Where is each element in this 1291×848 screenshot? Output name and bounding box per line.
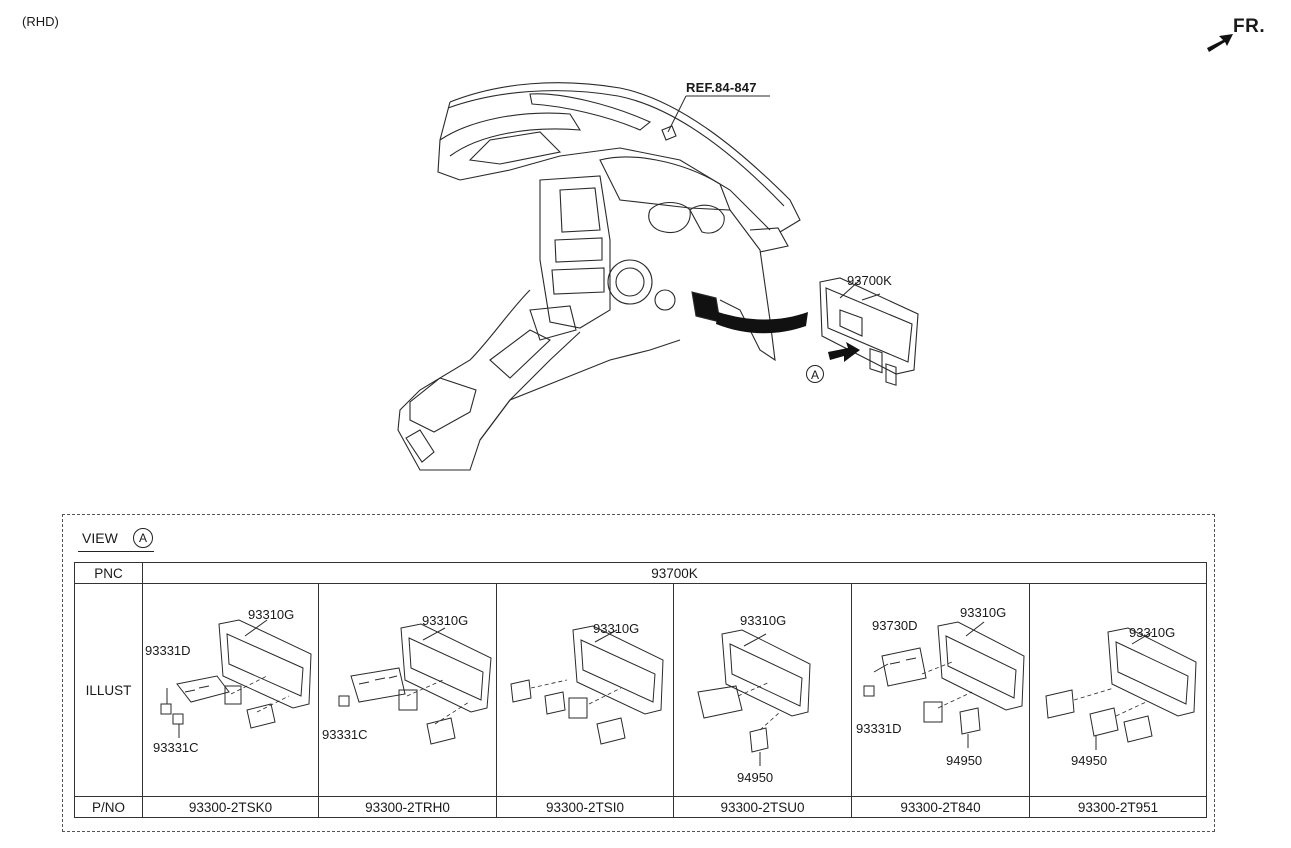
front-indicator: FR. — [1205, 14, 1285, 54]
part-callout: 93310G — [248, 607, 295, 622]
illust-cell-6 — [1029, 583, 1207, 797]
view-a-box — [62, 514, 1215, 832]
part-callout: 93310G — [1129, 625, 1176, 640]
front-label: FR. — [1233, 16, 1266, 37]
part-callout: 94950 — [946, 753, 983, 768]
assembly-callout: 93700K — [847, 273, 892, 288]
view-title: VIEW — [82, 530, 118, 546]
part-callout: 94950 — [737, 770, 774, 785]
rhd-label: (RHD) — [22, 14, 59, 29]
illust-cell-1 — [142, 583, 319, 797]
pnc-row: PNC 93700K — [74, 562, 1207, 584]
part-callout: 93331C — [322, 727, 368, 742]
view-a-marker: A — [806, 365, 824, 383]
pnc-value: 93700K — [142, 562, 1207, 584]
illust-cell-4 — [673, 583, 852, 797]
part-callout: 93331C — [153, 740, 199, 755]
pno-cell: 93300-2T840 — [851, 796, 1030, 818]
pno-cell: 93300-2T951 — [1029, 796, 1207, 818]
illust-label: ILLUST — [74, 583, 143, 797]
part-callout: 93331D — [145, 643, 191, 658]
part-callout: 93310G — [960, 605, 1007, 620]
dashboard-illustration — [397, 82, 808, 471]
illust-cell-3 — [496, 583, 674, 797]
pno-cell: 93300-2TSU0 — [673, 796, 852, 818]
pno-cell: 93300-2TSK0 — [142, 796, 319, 818]
pno-row: P/NO 93300-2TSK0 93300-2TRH0 93300-2TSI0… — [74, 796, 1207, 818]
illust-cell-5 — [851, 583, 1030, 797]
parts-table: PNC 93700K ILLUST — [74, 562, 1207, 818]
part-callout: 93310G — [422, 613, 469, 628]
part-callout: 93310G — [740, 613, 787, 628]
switch-panel-assembly — [819, 277, 919, 386]
pno-cell: 93300-2TSI0 — [496, 796, 674, 818]
view-title-underline — [78, 551, 154, 552]
front-direction-arrow-icon — [1207, 34, 1233, 52]
part-callout: 93730D — [872, 618, 918, 633]
part-callout: 93310G — [593, 621, 640, 636]
pnc-label: PNC — [74, 562, 143, 584]
part-callout: 94950 — [1071, 753, 1108, 768]
view-marker: A — [133, 528, 153, 548]
part-callout: 93331D — [856, 721, 902, 736]
pno-cell: 93300-2TRH0 — [318, 796, 497, 818]
illust-cell-2 — [318, 583, 497, 797]
illust-row: ILLUST — [74, 583, 1207, 797]
pno-label: P/NO — [74, 796, 143, 818]
ref-label: REF.84-847 — [686, 80, 757, 95]
